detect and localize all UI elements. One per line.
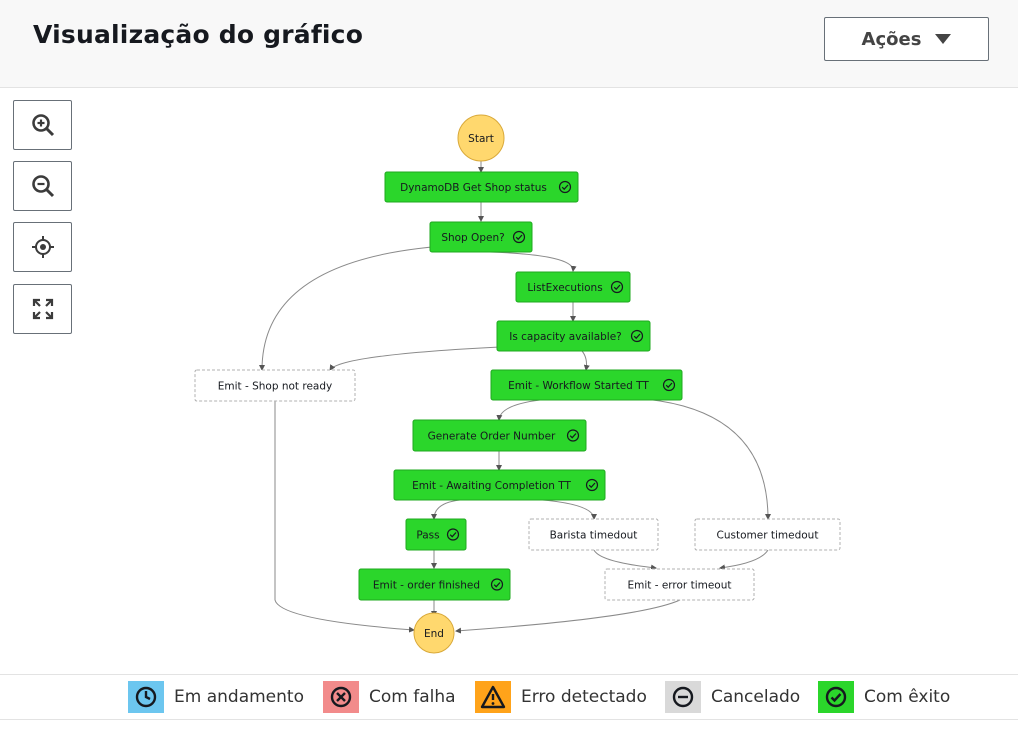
edge <box>629 397 771 520</box>
graph-node-label: Start <box>468 133 494 145</box>
check-circle-icon <box>558 180 572 194</box>
actions-dropdown-button[interactable]: Ações <box>824 17 989 61</box>
x-circle-icon <box>323 681 359 713</box>
check-circle-icon <box>490 578 504 591</box>
graph-node-label: Is capacity available? <box>509 331 622 343</box>
legend-item-failed: Com falha <box>323 681 456 713</box>
page-title: Visualização do gráfico <box>33 20 364 49</box>
check-circle-icon <box>630 329 644 343</box>
legend-label: Erro detectado <box>521 687 647 707</box>
edge <box>593 549 657 571</box>
graph-node-label: Barista timedout <box>550 530 638 542</box>
graph-node-label: Pass <box>416 530 439 542</box>
edge <box>259 244 461 371</box>
status-legend: Em andamento Com falha Erro detectado Ca… <box>0 674 1018 720</box>
graph-node-genorder[interactable]: Generate Order Number <box>412 419 587 452</box>
zoom-in-button[interactable] <box>13 100 72 150</box>
graph-node-errtimeout[interactable]: Emit - error timeout <box>604 568 755 601</box>
graph-node-barista[interactable]: Barista timedout <box>528 518 659 551</box>
fit-button[interactable] <box>13 284 72 334</box>
graph-node-orderfin[interactable]: Emit - order finished <box>358 568 511 601</box>
legend-item-succeeded: Com êxito <box>818 681 950 713</box>
graph-node-awaiting[interactable]: Emit - Awaiting Completion TT <box>393 469 606 501</box>
center-button[interactable] <box>13 222 72 272</box>
edge <box>489 251 577 272</box>
graph-node-capacity[interactable]: Is capacity available? <box>496 320 651 352</box>
zoom-out-icon <box>31 175 54 198</box>
edge <box>719 549 769 571</box>
edge <box>529 498 597 520</box>
warning-icon <box>475 681 511 713</box>
edge <box>455 599 681 634</box>
edge <box>431 499 461 520</box>
check-circle-icon <box>585 478 599 492</box>
clock-icon <box>128 681 164 713</box>
edge <box>329 346 501 371</box>
graph-node-pass[interactable]: Pass <box>405 518 467 551</box>
edge <box>581 350 590 371</box>
graph-node-label: Emit - Shop not ready <box>218 381 333 393</box>
check-circle-icon <box>566 429 580 442</box>
check-circle-icon <box>610 280 624 294</box>
legend-label: Cancelado <box>711 687 801 707</box>
legend-item-cancelled: Cancelado <box>665 681 800 713</box>
graph-node-listexec[interactable]: ListExecutions <box>515 271 631 303</box>
graph-node-label: Customer timedout <box>717 530 819 542</box>
graph-node-wfstarted[interactable]: Emit - Workflow Started TT <box>490 369 683 401</box>
graph-node-label: Emit - Awaiting Completion TT <box>412 480 571 492</box>
check-circle-icon <box>446 528 460 541</box>
expand-icon <box>32 298 53 320</box>
check-circle-icon <box>662 378 676 392</box>
legend-item-caught-error: Erro detectado <box>475 681 647 713</box>
edge <box>274 401 415 633</box>
graph-node-label: ListExecutions <box>527 282 602 294</box>
legend-label: Em andamento <box>174 687 304 707</box>
graph-node-notready[interactable]: Emit - Shop not ready <box>194 369 356 402</box>
graph-node-label: Generate Order Number <box>428 431 556 443</box>
check-circle-icon <box>512 230 526 244</box>
graph-node-dynamo[interactable]: DynamoDB Get Shop status <box>384 171 579 203</box>
check-circle-icon <box>818 681 854 713</box>
graph-node-customer[interactable]: Customer timedout <box>694 518 841 551</box>
legend-label: Com falha <box>369 687 456 707</box>
graph-node-label: Emit - order finished <box>373 580 480 592</box>
crosshair-icon <box>31 236 54 258</box>
graph-node-shopopen[interactable]: Shop Open? <box>429 221 533 253</box>
edge <box>496 399 541 421</box>
graph-node-label: DynamoDB Get Shop status <box>400 182 547 194</box>
graph-node-end[interactable]: End <box>413 612 455 654</box>
graph-node-label: Emit - error timeout <box>627 580 731 592</box>
caret-down-icon <box>935 33 952 45</box>
zoom-out-button[interactable] <box>13 161 72 211</box>
zoom-in-icon <box>31 114 54 137</box>
graph-node-label: End <box>424 628 444 640</box>
legend-item-in-progress: Em andamento <box>128 681 304 713</box>
legend-label: Com êxito <box>864 687 951 707</box>
page-header: Visualização do gráfico Ações <box>0 0 1018 88</box>
minus-circle-icon <box>665 681 701 713</box>
actions-label: Ações <box>861 28 922 50</box>
graph-node-label: Emit - Workflow Started TT <box>508 380 649 392</box>
graph-node-start[interactable]: Start <box>457 114 505 162</box>
graph-node-label: Shop Open? <box>441 232 504 244</box>
